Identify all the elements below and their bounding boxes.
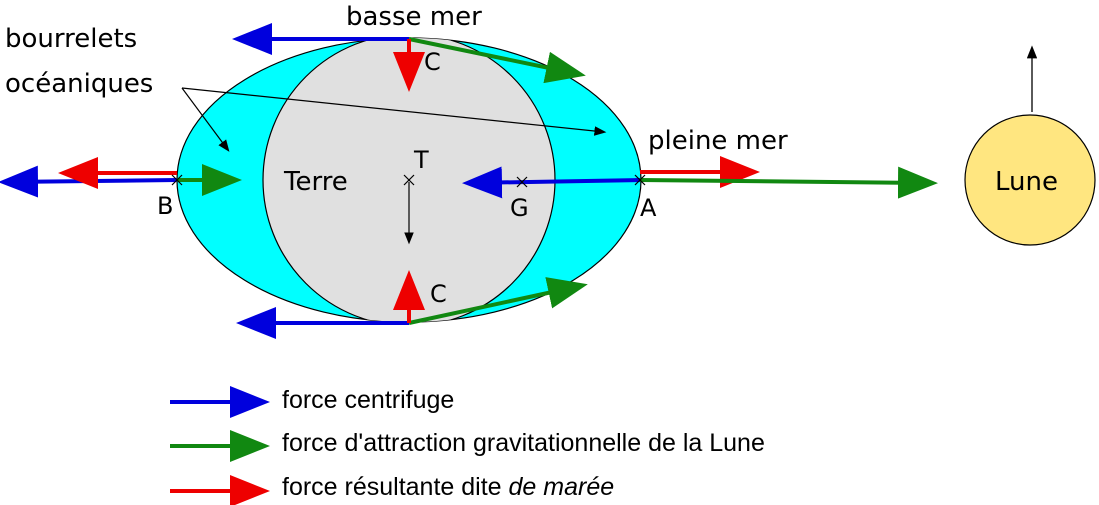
cross-mark-B xyxy=(171,174,183,186)
label-point-C-top: C xyxy=(424,48,441,76)
pointer-line-right-bulge xyxy=(181,87,607,136)
label-point-B: B xyxy=(157,192,173,220)
legend-text-tidal-italic: de marée xyxy=(509,473,615,501)
label-lune: Lune xyxy=(995,167,1058,197)
label-basse-mer: basse mer xyxy=(346,2,482,32)
moon-circle xyxy=(964,114,1096,246)
label-point-G: G xyxy=(510,194,529,222)
label-point-A: A xyxy=(640,194,657,222)
label-point-C-bottom: C xyxy=(430,280,447,308)
label-point-T: T xyxy=(413,146,429,174)
cross-mark-A xyxy=(634,174,646,186)
legend: force centrifuge force d'attraction grav… xyxy=(170,386,765,505)
label-bourrelets: bourrelets xyxy=(5,24,137,54)
cross-mark-T xyxy=(403,174,415,186)
pointer-line-left-bulge xyxy=(181,87,230,152)
legend-text-tidal-prefix: force résultante dite xyxy=(282,473,509,501)
label-oceaniques: océaniques xyxy=(5,69,153,99)
arrow-attraction-bottom xyxy=(408,277,588,325)
arrow-attraction-top xyxy=(408,37,586,84)
legend-text-tidal: force résultante dite de marée xyxy=(282,473,614,501)
arrow-centrifugal-B xyxy=(0,165,178,198)
legend-text-centrifugal: force centrifuge xyxy=(282,386,454,414)
cross-mark-G xyxy=(516,176,528,188)
legend-text-attraction: force d'attraction gravitationnelle de l… xyxy=(282,429,765,457)
arrow-attraction-A xyxy=(639,166,938,199)
label-pleine-mer: pleine mer xyxy=(648,126,788,156)
arrow-centrifugal-A xyxy=(462,166,641,199)
label-terre: Terre xyxy=(283,167,348,197)
